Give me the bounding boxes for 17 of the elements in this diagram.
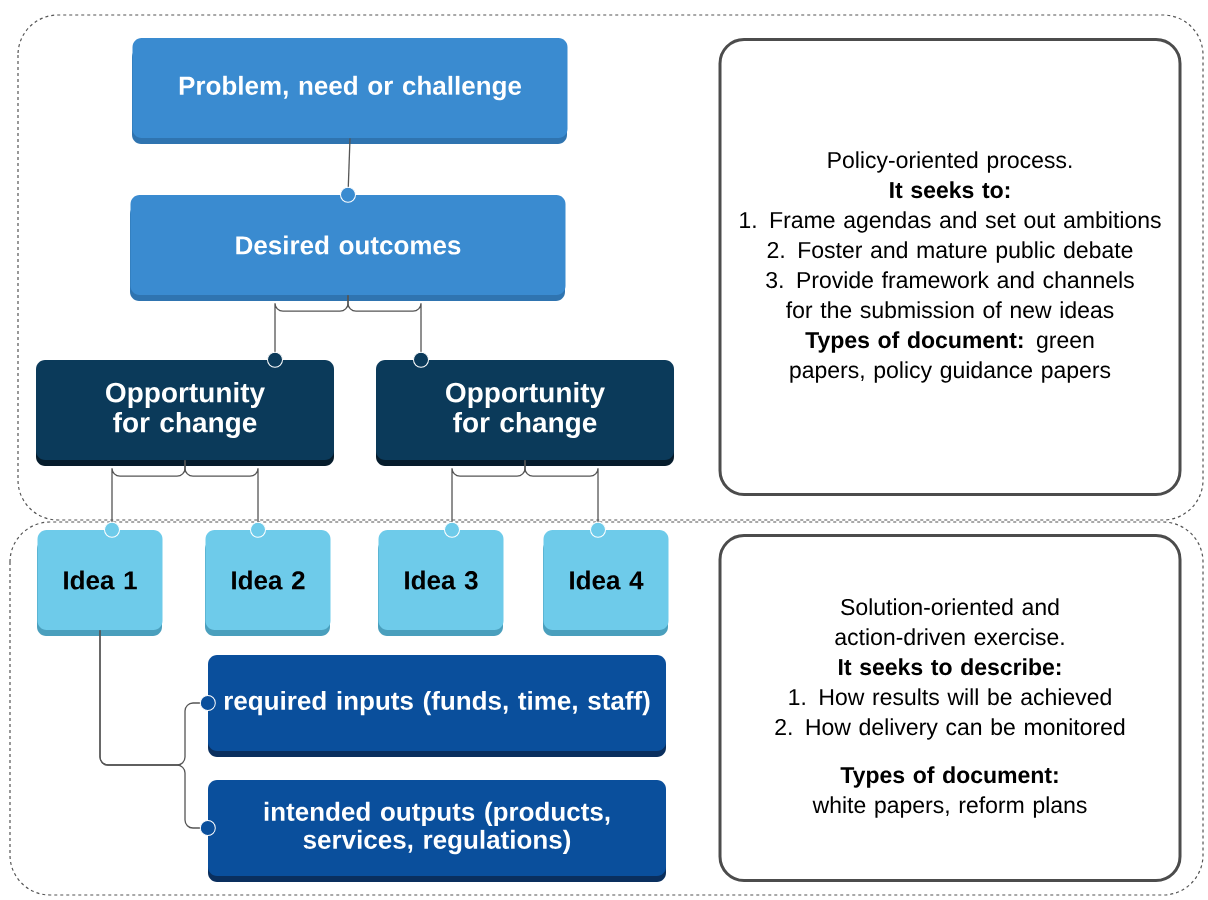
process-box: intended outputs (products, services, regulations) (208, 780, 666, 882)
connector (99, 629, 216, 836)
idea-box: Idea 1 (37, 530, 163, 636)
idea-box: Idea 3 (378, 530, 504, 636)
process-box: required inputs (funds, time, staff) (208, 655, 666, 757)
text-box: Solution-oriented and action-driven exercise. It seeks to describe: 1. How results will be achieved 2. How delivery can be monitored Types of document: white papers, reform plans (718, 534, 1182, 882)
process-box: Opportunity for change (36, 360, 334, 466)
idea-box: Idea 4 (543, 530, 669, 636)
idea-box: Idea 2 (205, 530, 331, 636)
process-box: Desired outcomes (130, 195, 566, 301)
connector (184, 459, 266, 538)
connector (340, 137, 356, 203)
process-box: Opportunity for change (376, 360, 674, 466)
process-box: Problem, need or challenge (132, 38, 568, 144)
connector (347, 294, 429, 368)
connector (524, 459, 606, 538)
text-box: Policy-oriented process. It seeks to: 1. Frame agendas and set out ambitions 2. Foster and mature public debate 3. Provide framework and channels for the submission of new ideas Types of document: green papers, policy guidance papers (718, 38, 1182, 496)
